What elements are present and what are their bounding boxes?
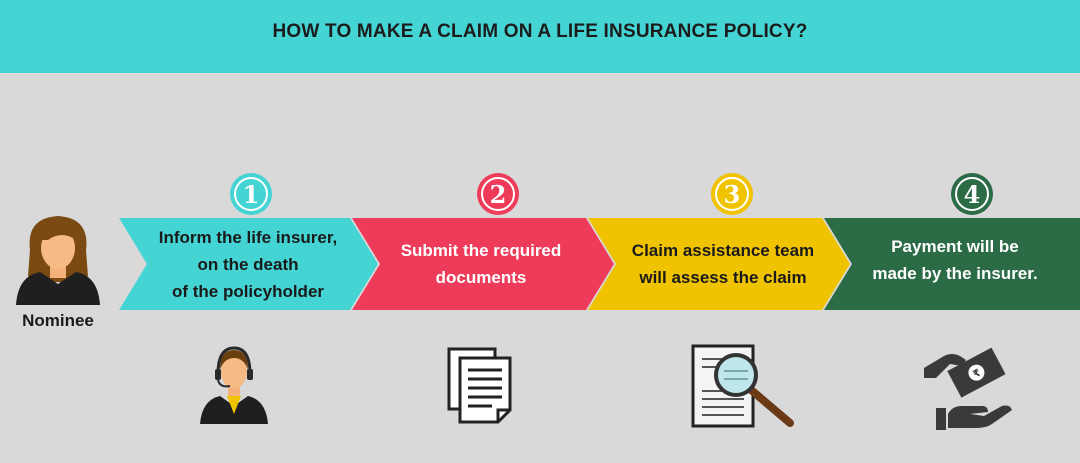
step-3-chevron bbox=[588, 218, 850, 310]
step-1-text: Inform the life insurer, on the death of… bbox=[158, 227, 338, 301]
step-4-badge: 4 bbox=[951, 173, 993, 215]
step-4-chevron bbox=[824, 218, 1080, 310]
step-3-text: Claim assistance team will assess the cl… bbox=[631, 241, 815, 287]
payment-hand-icon: ₹ bbox=[924, 347, 1012, 430]
step-4-text: Payment will be made by the insurer. bbox=[872, 237, 1038, 283]
svg-text:₹: ₹ bbox=[971, 367, 982, 380]
page-title: HOW TO MAKE A CLAIM ON A LIFE INSURANCE … bbox=[272, 20, 808, 42]
step-2-chevron bbox=[352, 218, 614, 310]
documents-icon bbox=[447, 347, 512, 424]
step-2-badge: 2 bbox=[477, 173, 519, 215]
nominee-label: Nominee bbox=[22, 311, 94, 330]
step-1-chevron bbox=[119, 218, 378, 310]
step-1-number: 1 bbox=[234, 177, 268, 211]
step-2-number: 2 bbox=[481, 177, 515, 211]
nominee-avatar-icon bbox=[16, 216, 100, 305]
step-3-badge: 3 bbox=[711, 173, 753, 215]
step-1-badge: 1 bbox=[230, 173, 272, 215]
header-banner: HOW TO MAKE A CLAIM ON A LIFE INSURANCE … bbox=[0, 0, 1080, 73]
nominee: Nominee bbox=[8, 210, 108, 335]
step-3-number: 3 bbox=[715, 177, 749, 211]
magnifier-document-icon bbox=[691, 344, 794, 428]
step-4-number: 4 bbox=[955, 177, 989, 211]
customer-support-icon bbox=[200, 346, 268, 424]
step-2-text: Submit the required documents bbox=[400, 241, 562, 287]
